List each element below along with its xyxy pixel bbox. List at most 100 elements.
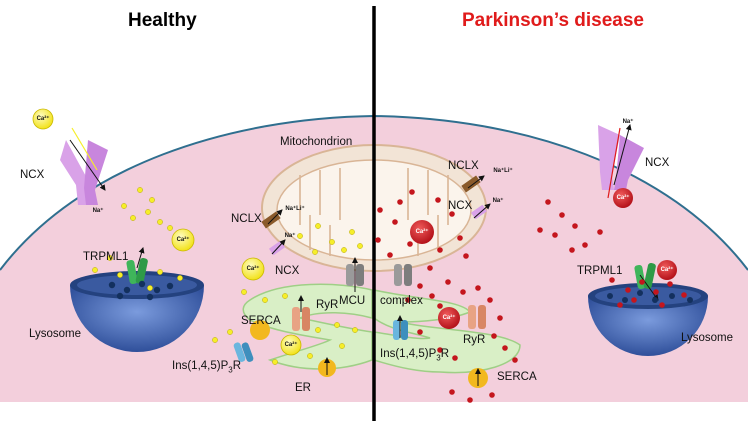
lysosome-content-dot [652,297,658,303]
lysosome-content-dot [637,290,643,296]
ca-dot-disease [609,277,615,283]
ca-dot-disease [429,293,435,299]
ca-dot-disease [497,315,503,321]
ca-dot-disease [437,303,443,309]
ca-dot-disease [489,392,495,398]
ca-dot-healthy [334,322,340,328]
lysosome-content-dot [166,282,174,290]
ncx-transporter-left [60,127,108,205]
ca-text-4: Ca²⁺ [284,342,298,348]
ca-dot-disease [631,297,637,303]
ncx-label-left: NCX [20,169,45,181]
ca-dot-disease [552,232,558,238]
ca-dot-healthy [329,239,335,245]
ca-dot-disease [409,189,415,195]
ca-dot-healthy [357,243,363,249]
ca-dot-healthy [315,223,321,229]
ca-dot-healthy [137,187,143,193]
ip3r-tail-left: R [232,360,242,372]
ca-dot-disease [491,333,497,339]
ca-dot-disease [639,279,645,285]
ca-dot-disease [572,223,578,229]
ca-dot-disease [617,302,623,308]
ca-dot-disease [417,329,423,335]
lysosome-label-left: Lysosome [29,328,81,340]
nclx-channel-left [261,209,283,229]
ca-text-1: Ca²⁺ [36,116,50,122]
ca-text-3: Ca²⁺ [246,266,260,272]
na-text-2: Na⁺ [284,233,296,239]
ncx-mito-right [470,203,491,220]
ip3r-text-left: Ins(1,4,5)P [172,360,229,372]
lysosome-content-dot [622,297,628,303]
ca-dot-healthy [349,229,355,235]
ca-dot-disease [407,241,413,247]
ca-dot-healthy [130,215,136,221]
ca-dot-healthy [241,289,247,295]
ca-dot-healthy [315,327,321,333]
lysosome-right [588,283,708,356]
ca-dot-disease [502,345,508,351]
ca-ion-large [32,108,677,356]
nclx-label-right: NCLX [448,160,479,172]
trpml1-label-right: TRPML1 [577,265,623,277]
ca-dot-disease [659,302,665,308]
ca-dot-disease [467,397,473,403]
ca-dot-disease [512,357,518,363]
lysosome-content-dot [123,286,131,294]
ca-dot-healthy [297,233,303,239]
ca-dot-disease [397,199,403,205]
disease-title: Parkinson’s disease [462,10,645,31]
lysosome-left [70,271,204,352]
ca-dot-healthy [262,297,268,303]
healthy-title: Healthy [128,10,197,31]
lysosome-content-dot [108,281,116,289]
ca-dot-disease [387,252,393,258]
lysosome-content-dot [146,293,154,301]
ca-dot-disease [559,212,565,218]
ip3r-channel-right [393,315,408,340]
ca-dot-disease [625,287,631,293]
ca-dot-healthy [227,329,233,335]
ca-dot-healthy [145,209,151,215]
ca-dot-disease [667,281,673,287]
ca-dot-healthy [282,293,288,299]
ryr-channel-left [292,295,310,331]
ca-dot-healthy [117,272,123,278]
ca-dot-healthy [157,269,163,275]
ca-dot-healthy [352,327,358,333]
ncx-mito-label-left: NCX [275,265,300,277]
ca-dot-healthy [177,275,183,281]
ca-dot-healthy [307,353,313,359]
ip3r-tail-right: R [440,348,450,360]
ncx-mito-left [268,239,286,256]
nclx-label-left: NCLX [231,213,262,225]
er-label: ER [295,382,311,394]
ip3r-label-left: Ins(1,4,5)P3R [172,360,242,375]
lysosome-content-dot [607,293,613,299]
na-text-3: Na⁺ [492,198,504,204]
ca-dot-disease [445,279,451,285]
ca-dot-disease [452,355,458,361]
na-text-4: Na⁺ [622,119,634,125]
lysosome-content-dot [138,280,146,288]
ca-dot-disease [405,297,411,303]
ncx-label-right: NCX [645,157,670,169]
ca-dot-disease [460,289,466,295]
ca-dot-disease [417,283,423,289]
ca-dot-disease [681,292,687,298]
ip3r-text-right: Ins(1,4,5)P [380,348,437,360]
mcu-channel-right [394,264,412,286]
ca-dot-disease [582,242,588,248]
trpml1-channel-left [126,247,148,285]
ryr-label-right: RyR [463,334,486,346]
complex-label: complex [380,295,423,307]
ip3r-sub-left: 3 [228,365,233,375]
ca-dot-healthy [147,285,153,291]
ca-dot-healthy [212,337,218,343]
ca-dot-disease [545,199,551,205]
ca-dot-disease [377,207,383,213]
lysosome-content-dot [116,292,124,300]
ca-dot-disease [463,253,469,259]
ryr-label-left: RyR [316,299,339,311]
